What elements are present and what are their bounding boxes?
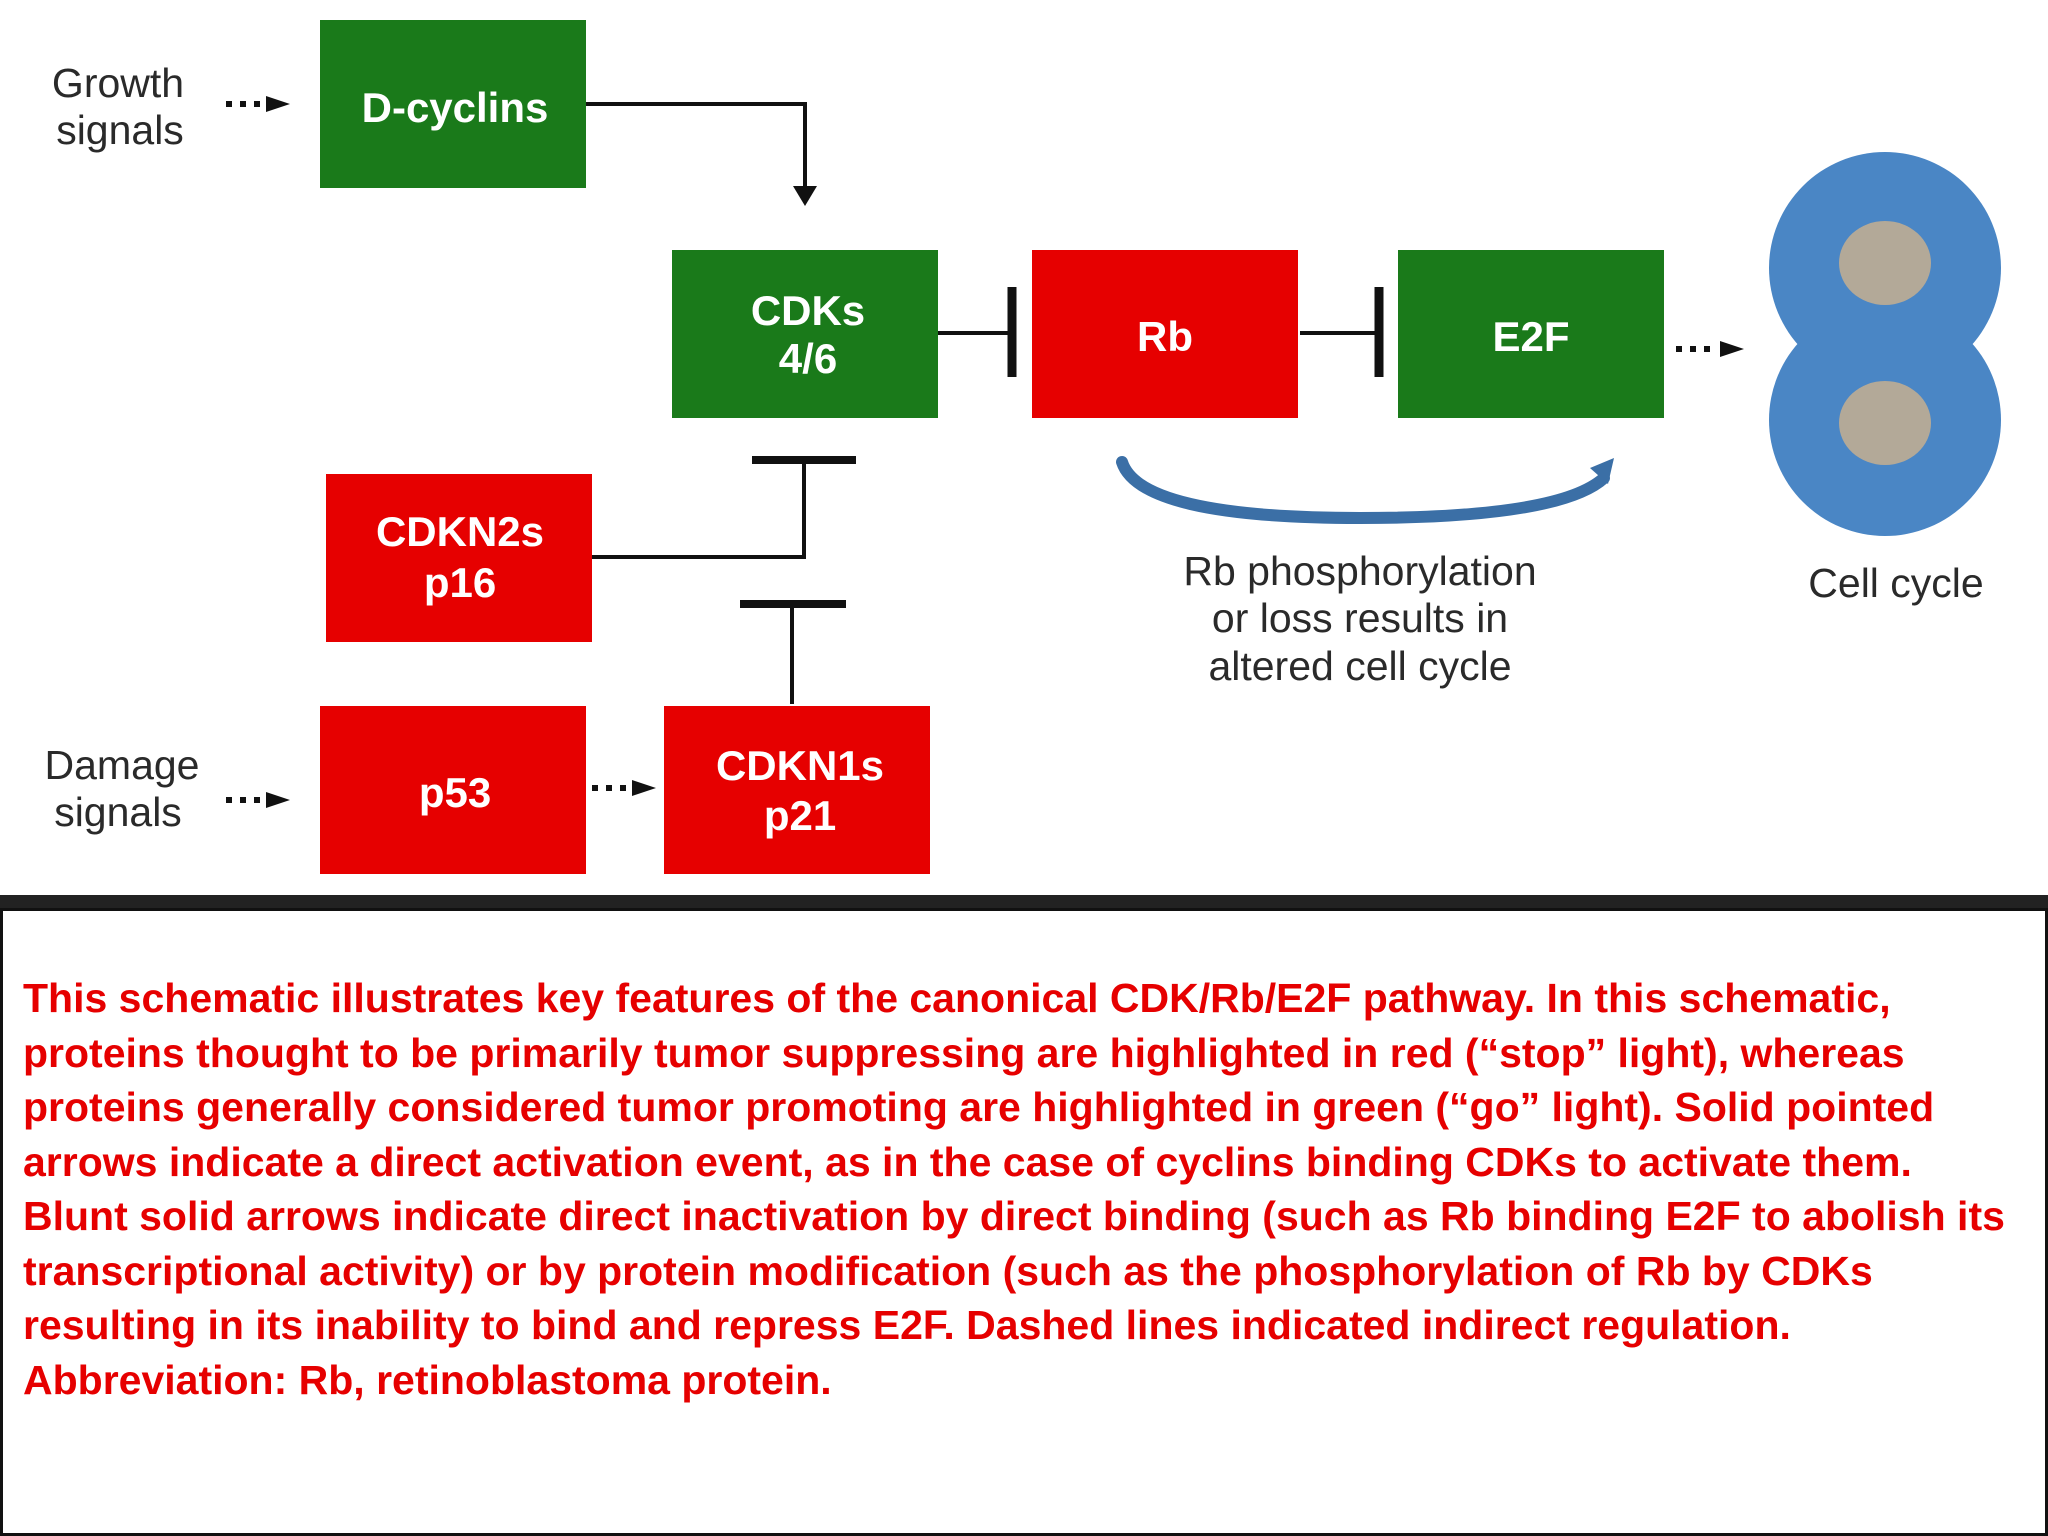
dashed-arrow-damage <box>226 792 290 808</box>
svg-text:CDKN2s: CDKN2s <box>376 508 544 555</box>
node-rb: Rb <box>1032 250 1298 418</box>
svg-text:Rb: Rb <box>1137 313 1193 360</box>
pathway-diagram: Growth signals Damage signals <box>45 20 2001 874</box>
inhibition-arrow-cdkn2s-to-cdks <box>592 456 856 559</box>
dashed-arrow-growth <box>226 96 290 112</box>
svg-text:or loss results in: or loss results in <box>1212 595 1508 641</box>
svg-text:Growth: Growth <box>52 60 184 106</box>
node-cdks-4-6: CDKs 4/6 <box>672 250 938 418</box>
svg-text:Damage: Damage <box>45 742 200 788</box>
inhibition-arrow-cdks-to-rb <box>938 287 1017 377</box>
dividing-cell-icon <box>1769 152 2001 536</box>
phosphorylation-curved-arrow <box>1116 456 1614 525</box>
svg-text:signals: signals <box>56 107 184 153</box>
phosphorylation-note: Rb phosphorylation or loss results in al… <box>1183 548 1536 689</box>
svg-text:CDKs: CDKs <box>751 287 865 334</box>
svg-text:p21: p21 <box>764 792 836 839</box>
dashed-arrow-e2f-to-cell-cycle <box>1676 341 1744 357</box>
node-d-cyclins: D-cyclins <box>320 20 586 188</box>
inhibition-arrow-cdkn1s <box>740 600 846 704</box>
section-divider <box>0 895 2048 908</box>
svg-text:p16: p16 <box>424 559 496 606</box>
svg-text:altered cell cycle: altered cell cycle <box>1208 643 1511 689</box>
svg-text:E2F: E2F <box>1492 313 1569 360</box>
node-cdkn2s-p16: CDKN2s p16 <box>326 474 592 642</box>
svg-text:p53: p53 <box>419 769 491 816</box>
svg-text:signals: signals <box>54 789 182 835</box>
damage-signals-label: Damage signals <box>45 742 200 835</box>
caption-text: This schematic illustrates key features … <box>23 975 2005 1403</box>
caption-box: This schematic illustrates key features … <box>0 908 2048 1536</box>
node-e2f: E2F <box>1398 250 1664 418</box>
svg-text:4/6: 4/6 <box>779 335 837 382</box>
svg-text:Rb phosphorylation: Rb phosphorylation <box>1183 548 1536 594</box>
node-cdkn1s-p21: CDKN1s p21 <box>664 706 930 874</box>
dashed-arrow-p53-to-cdkn1s <box>592 780 656 796</box>
cell-cycle-label: Cell cycle <box>1808 560 1983 606</box>
node-p53: p53 <box>320 706 586 874</box>
growth-signals-label: Growth signals <box>52 60 184 153</box>
inhibition-arrow-rb-to-e2f <box>1300 287 1384 377</box>
activation-arrow-dcyclins-to-cdks <box>586 102 817 206</box>
svg-text:D-cyclins: D-cyclins <box>362 84 549 131</box>
svg-text:CDKN1s: CDKN1s <box>716 742 884 789</box>
